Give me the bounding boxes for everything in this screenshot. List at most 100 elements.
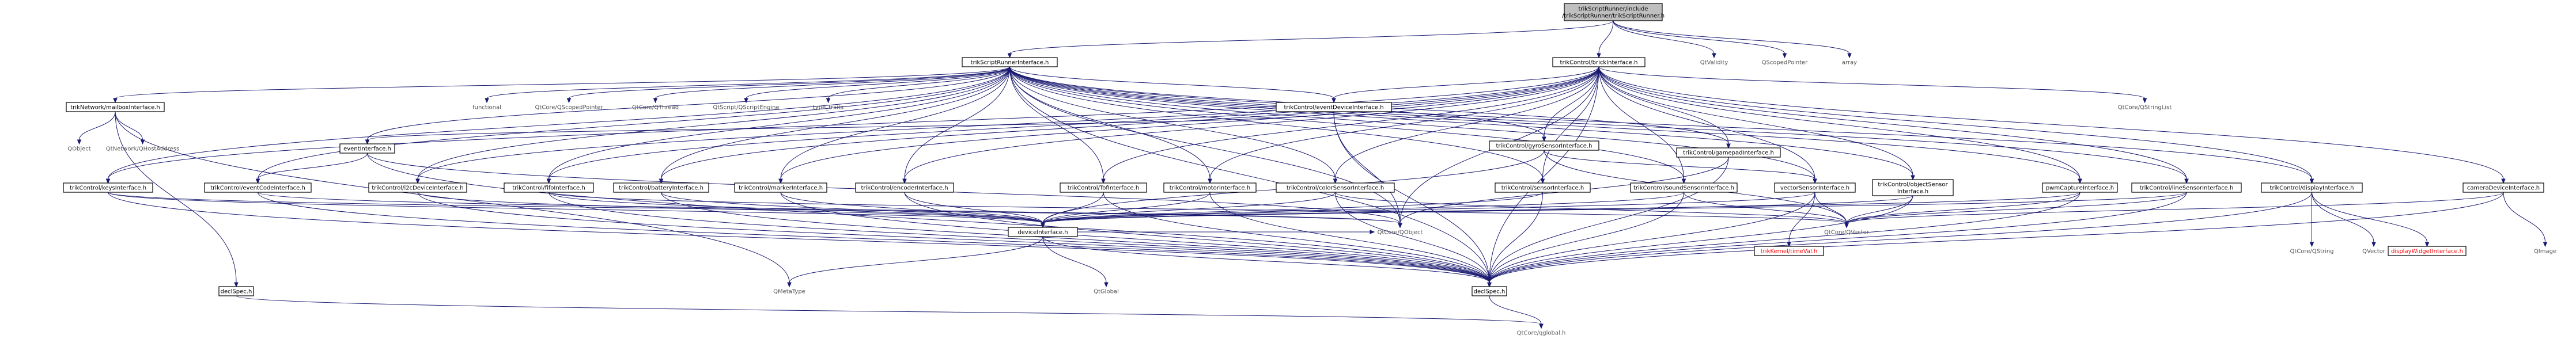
node-label: declSpec.h bbox=[221, 289, 252, 295]
edge-root-to-sri bbox=[1007, 20, 1614, 59]
node-color[interactable]: trikControl/colorSensorInterface.h bbox=[1276, 182, 1395, 193]
node-label: QtCore/QObject bbox=[1378, 230, 1423, 236]
node-i2c[interactable]: trikControl/i2cDeviceInterface.h bbox=[368, 182, 467, 193]
node-tof[interactable]: trikControl/TofInterface.h bbox=[1060, 182, 1147, 193]
node-label: trikControl/sensorInterface.h bbox=[1501, 185, 1584, 192]
edge-brick-to-object bbox=[1598, 66, 1915, 181]
edge-keys-to-device bbox=[108, 192, 1045, 228]
node-vector[interactable]: vectorSensorInterface.h bbox=[1774, 182, 1856, 193]
node-qvalidity: QtValidity bbox=[1700, 60, 1728, 66]
edge-root-to-qscoped bbox=[1613, 20, 1787, 59]
edge-line-to-device bbox=[1041, 192, 2187, 228]
edge-root-to-brick bbox=[1597, 20, 1614, 59]
node-battery[interactable]: trikControl/batteryInterface.h bbox=[613, 182, 709, 193]
node-label: trikControl/batteryInterface.h bbox=[619, 185, 703, 192]
node-keys[interactable]: trikControl/keysInterface.h bbox=[63, 182, 153, 193]
edge-evcode-to-declspec2 bbox=[258, 192, 1492, 288]
edge-camera-to-qimage bbox=[2503, 192, 2548, 247]
edge-brick-to-color bbox=[1333, 66, 1599, 184]
node-marker[interactable]: trikControl/markerInterface.h bbox=[734, 182, 827, 193]
edge-declspec1-to-qcoreqglobal bbox=[236, 295, 1544, 329]
node-label: pwmCaptureInterface.h bbox=[2046, 185, 2114, 192]
edge-root-to-array bbox=[1613, 20, 1852, 59]
node-box bbox=[613, 182, 709, 193]
node-mailbox[interactable]: trikNetwork/mailboxInterface.h bbox=[66, 102, 165, 112]
node-box bbox=[855, 182, 954, 193]
edge-evdevice-to-event bbox=[365, 111, 1334, 145]
node-evcode[interactable]: trikControl/eventCodeInterface.h bbox=[204, 182, 312, 193]
node-label: trikControl/brickInterface.h bbox=[1560, 60, 1638, 66]
node-brick[interactable]: trikControl/brickInterface.h bbox=[1552, 57, 1646, 67]
node-label: trikControl/objectSensor bbox=[1878, 182, 1948, 188]
node-display[interactable]: trikControl/displayInterface.h bbox=[2261, 182, 2363, 193]
edge-sri-to-qthread bbox=[653, 66, 1010, 104]
node-fifo[interactable]: trikControl/fifoInterface.h bbox=[504, 182, 594, 193]
node-gamepad[interactable]: trikControl/gamepadInterface.h bbox=[1676, 147, 1781, 158]
edge-brick-to-battery bbox=[659, 66, 1599, 184]
node-sri[interactable]: trikScriptRunnerInterface.h bbox=[962, 57, 1058, 67]
node-declspec2[interactable]: declSpec.h bbox=[1472, 286, 1507, 296]
node-camera[interactable]: cameraDeviceInterface.h bbox=[2462, 182, 2544, 193]
node-sensor[interactable]: trikControl/sensorInterface.h bbox=[1495, 182, 1591, 193]
edge-sri-to-marker bbox=[778, 66, 1010, 184]
node-qcorescoped: QtCore/QScopedPointer bbox=[535, 105, 603, 111]
edge-brick-to-tof bbox=[1101, 66, 1599, 184]
node-label: QMetaType bbox=[773, 289, 805, 295]
node-label: trikControl/gamepadInterface.h bbox=[1683, 150, 1774, 157]
node-box bbox=[1630, 182, 1738, 193]
node-displaywidget[interactable]: displayWidgetInterface.h bbox=[2388, 246, 2467, 256]
node-box bbox=[204, 182, 312, 193]
edge-object-to-qcoreqvector bbox=[1844, 195, 1913, 228]
node-event[interactable]: eventInterface.h bbox=[339, 143, 395, 154]
edge-brick-to-evdevice bbox=[1331, 66, 1599, 104]
node-label: deviceInterface.h bbox=[1017, 230, 1068, 236]
node-kernel[interactable]: trikKernel/timeVal.h bbox=[1754, 246, 1824, 256]
node-box bbox=[66, 102, 165, 112]
node-box bbox=[1163, 182, 1257, 193]
node-label: QtCore/QScopedPointer bbox=[535, 105, 603, 111]
node-evdevice[interactable]: trikControl/eventDeviceInterface.h bbox=[1276, 102, 1392, 112]
edge-line-to-qcoreqvector bbox=[1844, 192, 2187, 228]
node-device[interactable]: deviceInterface.h bbox=[1008, 227, 1078, 237]
node-qimage: QImage bbox=[2534, 249, 2556, 255]
edge-root-to-qvalidity bbox=[1613, 20, 1716, 59]
node-qvector: QVector bbox=[2362, 249, 2386, 255]
edge-sensor-to-device bbox=[1041, 192, 1543, 228]
node-label: trikControl/displayInterface.h bbox=[2270, 185, 2354, 192]
node-declspec1[interactable]: declSpec.h bbox=[218, 286, 254, 296]
node-qmetatype: QMetaType bbox=[773, 289, 805, 295]
node-root: trikScriptRunner/include/trikScriptRunne… bbox=[1562, 3, 1665, 21]
edge-sri-to-tof bbox=[1009, 66, 1106, 184]
node-array: array bbox=[1842, 60, 1857, 66]
node-label: Interface.h bbox=[1897, 189, 1928, 195]
node-label: trikNetwork/mailboxInterface.h bbox=[70, 105, 160, 111]
node-label: QtCore/qglobal.h bbox=[1517, 330, 1566, 337]
edge-sri-to-functional bbox=[485, 66, 1010, 104]
node-label: trikControl/motorInterface.h bbox=[1170, 185, 1250, 192]
node-sound[interactable]: trikControl/soundSensorInterface.h bbox=[1630, 182, 1738, 193]
edge-i2c-to-declspec2 bbox=[417, 192, 1492, 288]
node-qcoreqvector: QtCore/QVector bbox=[1824, 230, 1870, 236]
node-line[interactable]: trikControl/lineSensorInterface.h bbox=[2131, 182, 2242, 193]
node-qscriptengine: QtScript/QScriptEngine bbox=[713, 105, 779, 111]
node-gyro[interactable]: trikControl/gyroSensorInterface.h bbox=[1489, 140, 1599, 151]
node-label: trikControl/eventDeviceInterface.h bbox=[1284, 105, 1383, 111]
node-box bbox=[2131, 182, 2242, 193]
node-box bbox=[339, 143, 395, 154]
edge-display-to-displaywidget bbox=[2312, 192, 2430, 247]
edge-brick-to-sensor bbox=[1540, 66, 1599, 184]
node-pwm[interactable]: pwmCaptureInterface.h bbox=[2042, 182, 2118, 193]
node-label: trikControl/encoderInterface.h bbox=[861, 185, 948, 192]
node-label: QtCore/QThread bbox=[632, 105, 679, 111]
edge-sri-to-mailbox bbox=[113, 66, 1010, 104]
node-label: trikControl/gyroSensorInterface.h bbox=[1496, 143, 1592, 150]
node-box bbox=[1676, 147, 1781, 158]
node-box bbox=[1754, 246, 1824, 256]
node-motor[interactable]: trikControl/motorInterface.h bbox=[1163, 182, 1257, 193]
node-encoder[interactable]: trikControl/encoderInterface.h bbox=[855, 182, 954, 193]
edge-sri-to-typetraits bbox=[826, 66, 1010, 104]
edge-event-to-evcode bbox=[255, 153, 368, 184]
node-label: trikControl/soundSensorInterface.h bbox=[1633, 185, 1734, 192]
node-box bbox=[368, 182, 467, 193]
